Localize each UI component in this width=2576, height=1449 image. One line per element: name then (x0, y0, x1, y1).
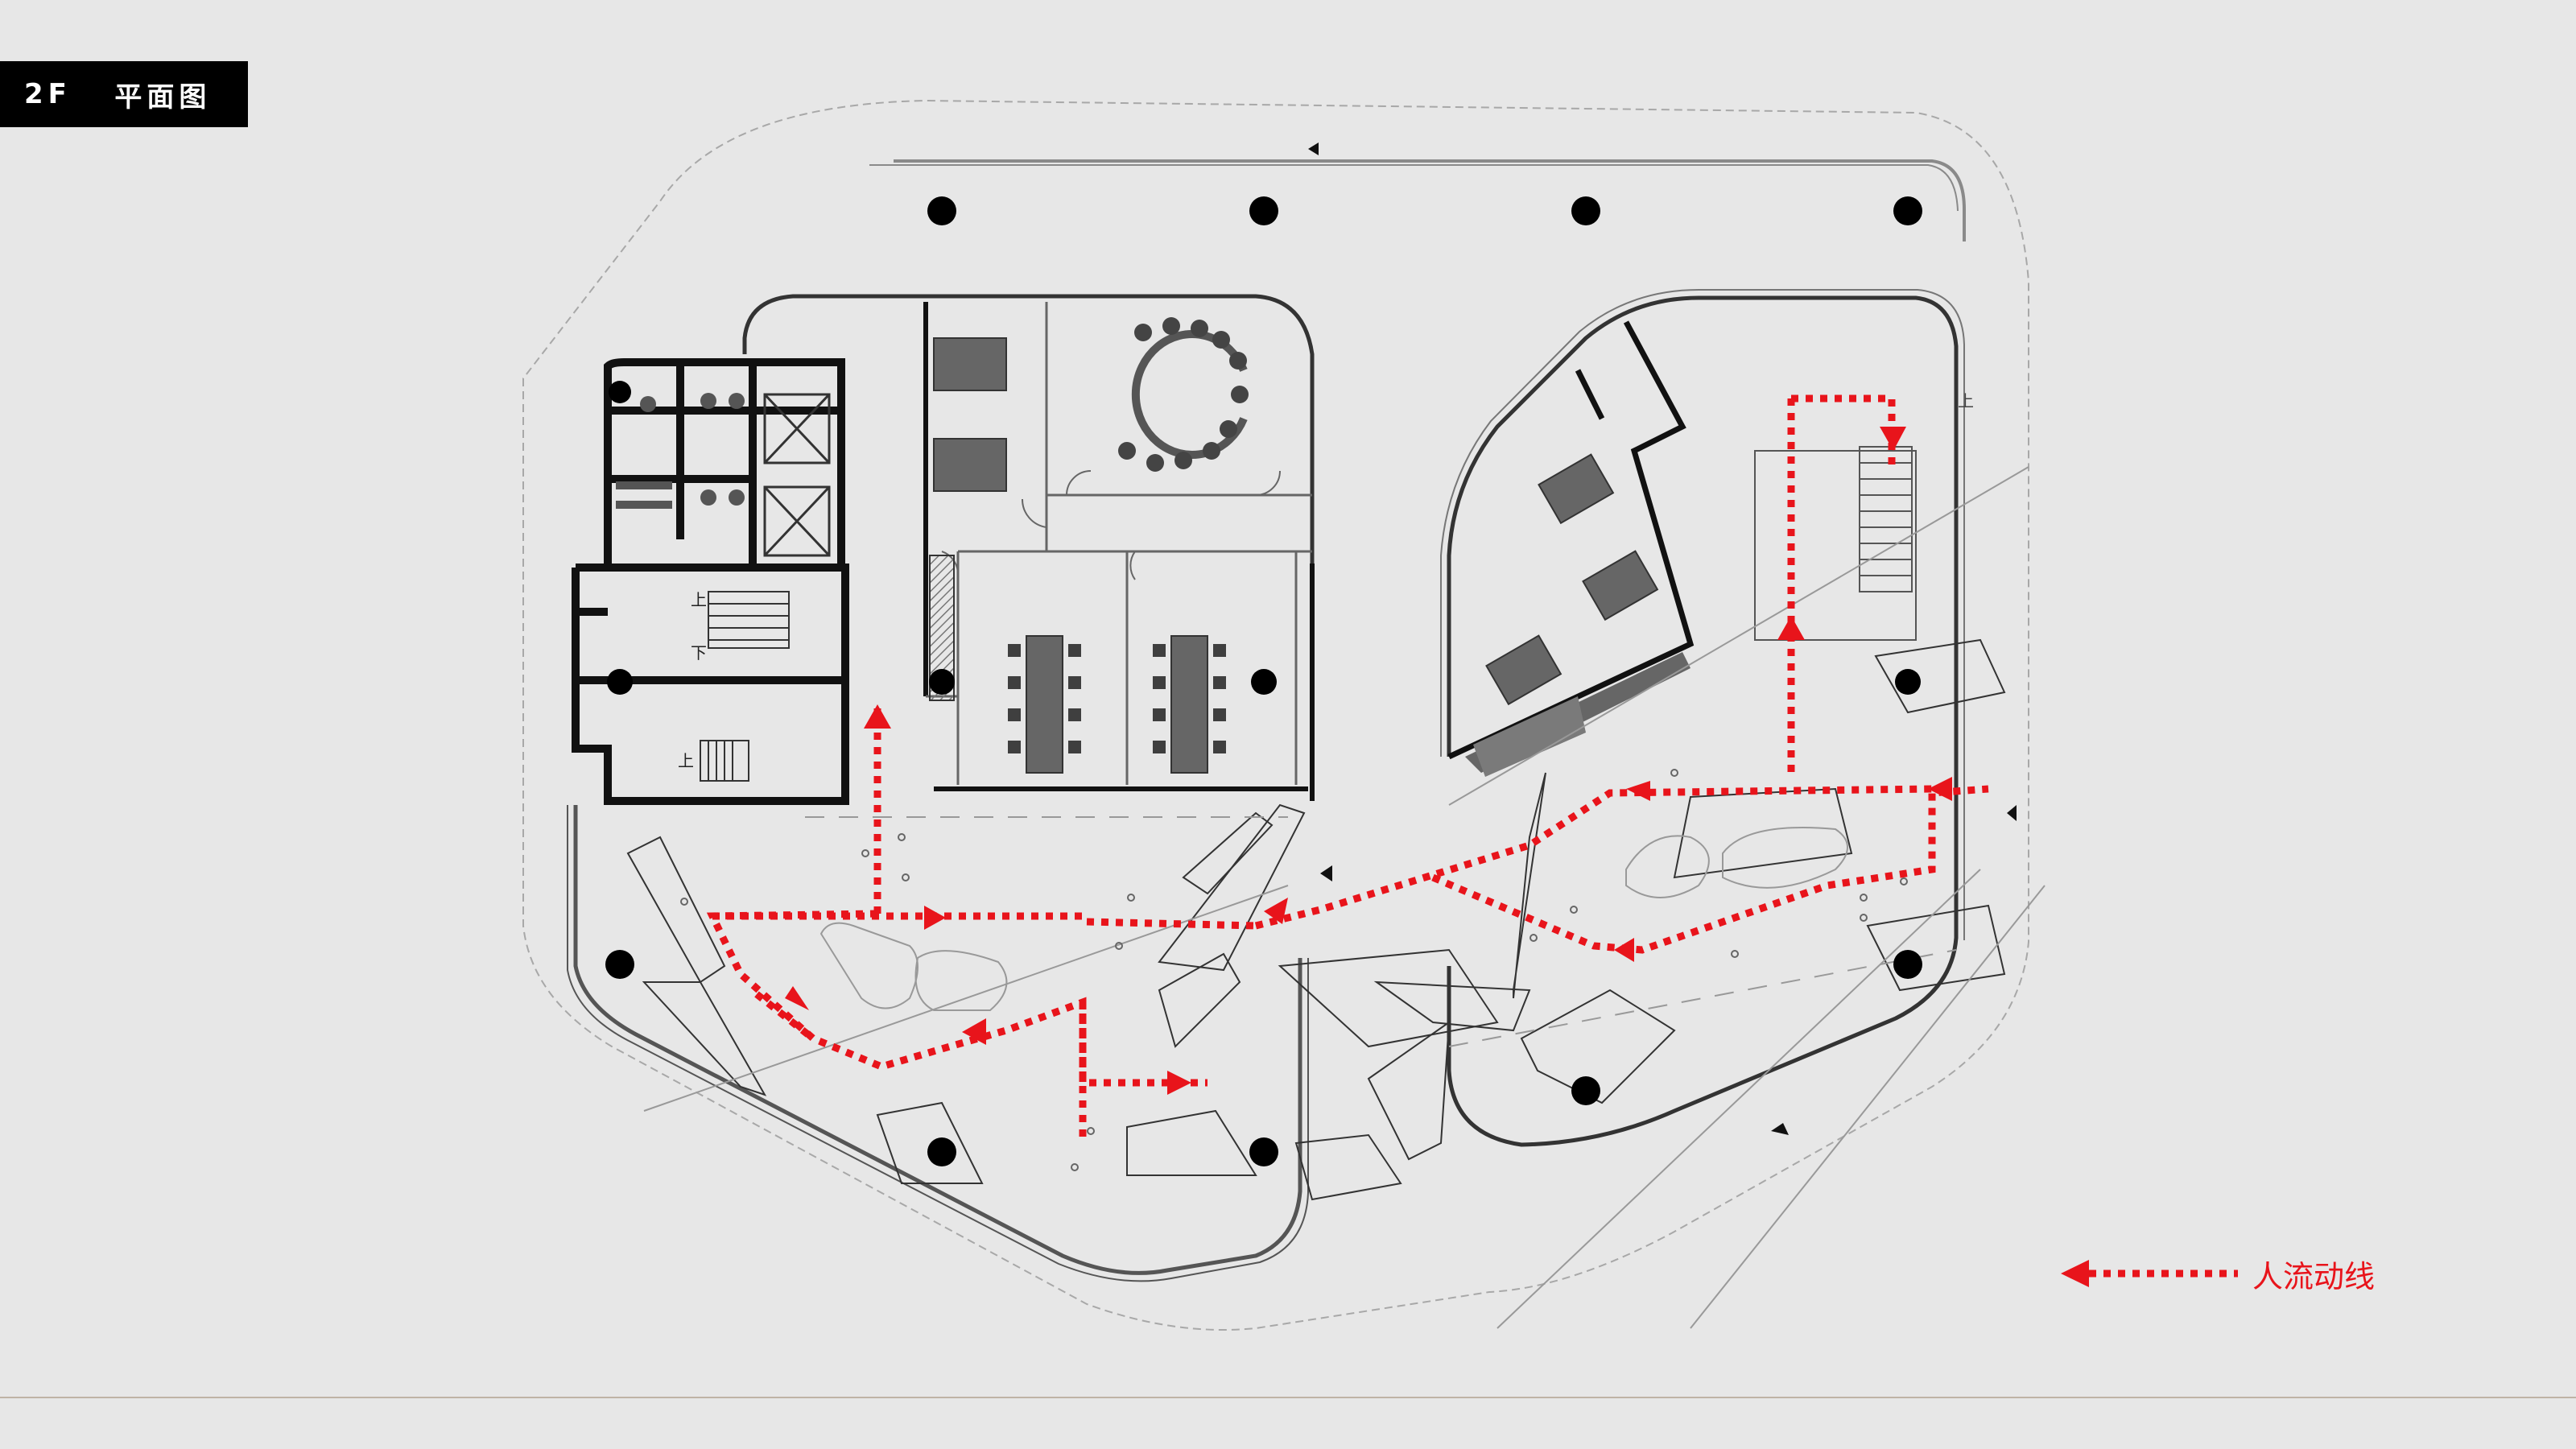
angular-landscape-elements (626, 638, 2006, 1201)
toilet-fixtures (616, 393, 745, 509)
stair-down-label: 下 (691, 643, 707, 663)
column (609, 381, 631, 403)
column (1571, 196, 1600, 225)
office-partitions (923, 302, 1315, 801)
column (1571, 1076, 1600, 1105)
column (927, 196, 956, 225)
column (605, 950, 634, 979)
flow-arrowheads (785, 427, 1952, 1095)
stair-up-label-3: 上 (1958, 391, 1974, 411)
column (1893, 950, 1922, 979)
upper-floor-outline (894, 159, 1966, 242)
column (1249, 196, 1278, 225)
structural-columns (605, 196, 1922, 1166)
stair-up-label-2: 上 (678, 751, 694, 770)
legend-arrow (2061, 1260, 2238, 1287)
column (1893, 196, 1922, 225)
legend-label: 人流动线 (2252, 1258, 2376, 1294)
column (927, 1137, 956, 1166)
right-office-walls (1447, 320, 1695, 760)
pedestrian-flow-path (706, 394, 1989, 1143)
column (607, 669, 633, 695)
bottom-divider (0, 1397, 2576, 1398)
drawing-name-label: 平面图 (114, 80, 212, 114)
column (1251, 669, 1277, 695)
site-boundary (522, 99, 2029, 1331)
floor-slab-left (573, 805, 1302, 1275)
workstation-clusters (933, 337, 1659, 774)
human-figures (680, 769, 1908, 1171)
stair-up-label: 上 (691, 590, 707, 609)
elevator-shafts (763, 393, 831, 557)
floor-level-label: 2F (24, 78, 72, 110)
legend: 人流动线 (2059, 1249, 2397, 1298)
floor-slab-right (1447, 295, 1959, 1147)
column (929, 669, 955, 695)
column (1895, 669, 1921, 695)
column (1249, 1137, 1278, 1166)
restroom-core (604, 358, 845, 568)
drawing-title-block: 2F 平面图 (0, 61, 248, 127)
meeting-table (1118, 317, 1249, 472)
stair-core-right (1754, 446, 1917, 641)
